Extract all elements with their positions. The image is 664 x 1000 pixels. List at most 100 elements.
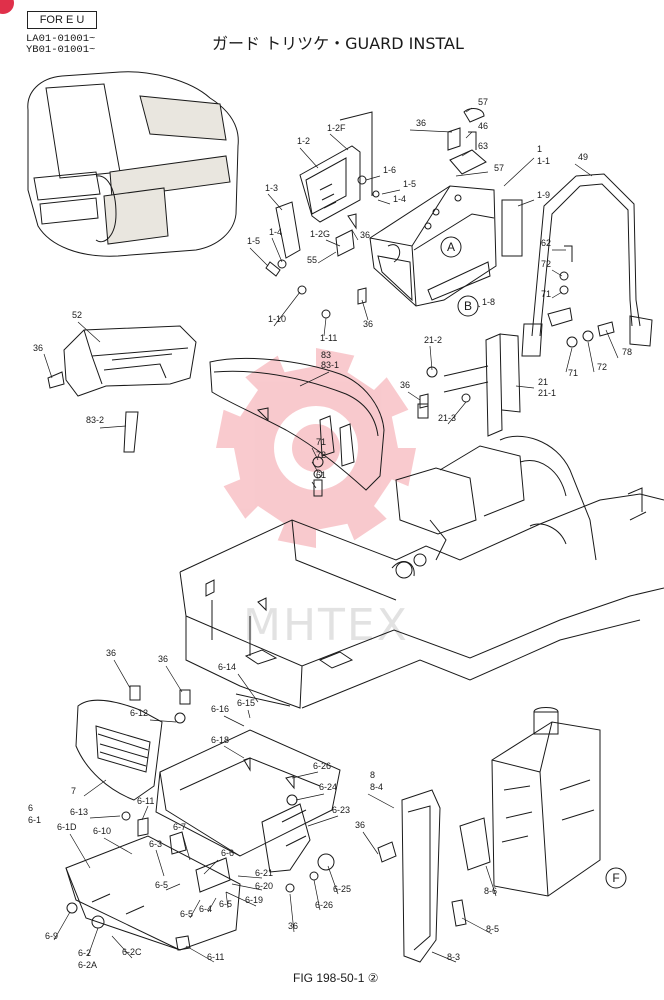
callout-label: 1-2G bbox=[310, 229, 330, 239]
callout-label: 1-1 bbox=[537, 156, 550, 166]
reference-marker-f: F bbox=[605, 867, 627, 889]
callout-label: 6-7 bbox=[173, 822, 186, 832]
reference-markers: A B F bbox=[440, 236, 627, 889]
callout-label: 1-9 bbox=[537, 190, 550, 200]
callout-label: 1-4 bbox=[393, 194, 406, 204]
callout-label: 8 bbox=[370, 770, 375, 780]
callout-label: 36 bbox=[416, 118, 426, 128]
callout-label: 36 bbox=[363, 319, 373, 329]
callout-label: 8-4 bbox=[370, 782, 383, 792]
callout-label: 6-26 bbox=[313, 761, 331, 771]
cab-thumbnail bbox=[27, 71, 239, 257]
callout-label: 6-19 bbox=[245, 895, 263, 905]
callout-label: 6-2C bbox=[122, 947, 142, 957]
callout-label: 6-15 bbox=[237, 698, 255, 708]
callout-label: 6-10 bbox=[93, 826, 111, 836]
callout-label: 21-2 bbox=[424, 335, 442, 345]
callout-label: 8-6 bbox=[484, 886, 497, 896]
reference-marker-circle bbox=[440, 236, 462, 258]
reference-marker-circle bbox=[605, 867, 627, 889]
market-badge: FOR E U bbox=[27, 11, 97, 29]
reference-marker-a: A bbox=[440, 236, 462, 258]
reference-marker-letter: B bbox=[464, 299, 472, 313]
side-guard-7 bbox=[75, 685, 191, 801]
callout-label: 72 bbox=[316, 450, 326, 460]
callout-label: 6-9 bbox=[45, 931, 58, 941]
watermark-gear-hub bbox=[292, 424, 340, 472]
callout-label: 6-21 bbox=[255, 868, 273, 878]
callout-label: 63 bbox=[478, 141, 488, 151]
callout-label: 1-2F bbox=[327, 123, 346, 133]
leader-lines bbox=[43, 107, 619, 963]
callout-label: 6-1D bbox=[57, 822, 77, 832]
callout-label: 6-16 bbox=[211, 704, 229, 714]
callout-label: 72 bbox=[597, 362, 607, 372]
callout-label: 72 bbox=[541, 259, 551, 269]
callout-label: 71 bbox=[568, 368, 578, 378]
engine-block bbox=[491, 707, 601, 897]
callout-label: 6-13 bbox=[70, 807, 88, 817]
callout-label: 6-12 bbox=[130, 708, 148, 718]
callout-label: 1-5 bbox=[247, 236, 260, 246]
callout-label: 83-1 bbox=[321, 360, 339, 370]
callout-label: 6-6 bbox=[221, 848, 234, 858]
guard-box-1 bbox=[369, 108, 523, 307]
callout-label: 7 bbox=[71, 786, 76, 796]
callout-label: 36 bbox=[158, 654, 168, 664]
callout-label: 6-20 bbox=[255, 881, 273, 891]
callout-label: 6-24 bbox=[319, 782, 337, 792]
callout-label: 6-11 bbox=[207, 952, 224, 962]
callout-label: 36 bbox=[355, 820, 365, 830]
callout-label: 1-10 bbox=[268, 314, 286, 324]
callout-label: 8-3 bbox=[447, 952, 460, 962]
callout-label: 1-5 bbox=[403, 179, 416, 189]
callout-label: 6-2 bbox=[78, 948, 91, 958]
watermark-gear-shape bbox=[216, 348, 416, 548]
drawing-linework bbox=[27, 71, 664, 963]
callout-label: 6-5 bbox=[155, 880, 168, 890]
callout-label: 6-25 bbox=[333, 884, 351, 894]
callout-label: 52 bbox=[72, 310, 82, 320]
page-title: ガード トリツケ・GUARD INSTAL bbox=[212, 34, 464, 53]
callout-label: 57 bbox=[494, 163, 504, 173]
callout-label: 36 bbox=[400, 380, 410, 390]
handrail-49 bbox=[521, 173, 653, 357]
callout-label: 6-3 bbox=[149, 839, 162, 849]
callout-label: 21-3 bbox=[438, 413, 456, 423]
callout-label: 6-1 bbox=[28, 815, 41, 825]
callout-label: 1-8 bbox=[482, 297, 495, 307]
rear-cover-83 bbox=[209, 357, 385, 497]
upper-frame bbox=[179, 435, 664, 709]
callout-label: 6-26 bbox=[315, 900, 333, 910]
callout-label: 6-23 bbox=[332, 805, 350, 815]
callout-label: 6-5 bbox=[180, 909, 193, 919]
reference-marker-letter: A bbox=[447, 240, 455, 254]
callout-label: 21-1 bbox=[538, 388, 556, 398]
page-corner-badge bbox=[0, 0, 14, 14]
callout-label: 1-6 bbox=[383, 165, 396, 175]
serial-range: YB01-01001~ bbox=[26, 44, 96, 56]
callout-label: 62 bbox=[541, 238, 551, 248]
callout-label: 83 bbox=[321, 350, 331, 360]
callout-label: 1-2 bbox=[297, 136, 310, 146]
callout-label: 6 bbox=[28, 803, 33, 813]
front-guard-6 bbox=[65, 693, 341, 951]
side-guard-8 bbox=[377, 789, 491, 963]
callout-label: 6-11 bbox=[137, 796, 154, 806]
callout-label: 6-14 bbox=[218, 662, 236, 672]
guard-bracket-1-2 bbox=[265, 111, 380, 277]
callout-label: 71 bbox=[316, 437, 326, 447]
reference-marker-circle bbox=[457, 295, 479, 317]
callout-label: 36 bbox=[33, 343, 43, 353]
callout-label: 83-2 bbox=[86, 415, 104, 425]
watermark-gear-icon bbox=[216, 348, 416, 548]
callout-label: 78 bbox=[622, 347, 632, 357]
callout-label: 6-2A bbox=[78, 960, 97, 970]
figure-caption: FIG 198-50-1 ② bbox=[293, 971, 379, 985]
callout-label: 21 bbox=[538, 377, 548, 387]
watermark-text: MHTEX bbox=[243, 600, 409, 651]
reference-marker-letter: F bbox=[612, 871, 619, 885]
